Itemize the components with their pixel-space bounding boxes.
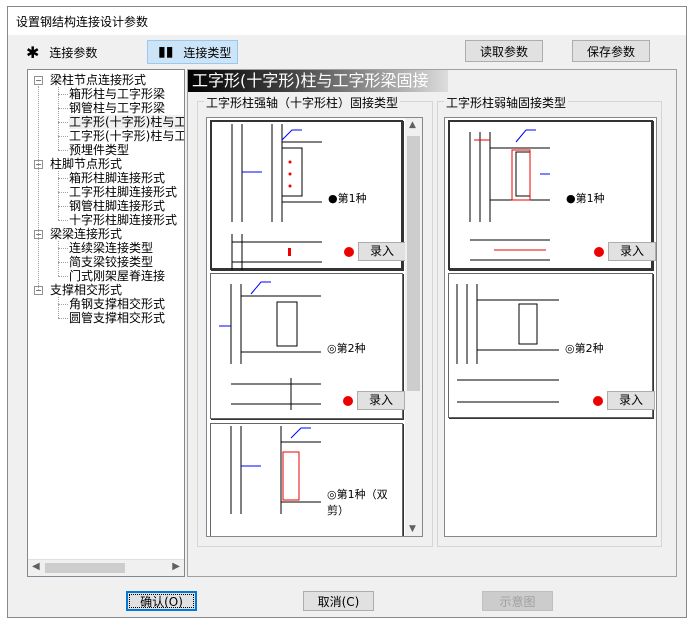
tree-connector (58, 304, 68, 305)
tree-connector (58, 262, 68, 263)
type-card[interactable]: ◎第2种 录入 (448, 273, 655, 418)
status-dot (343, 396, 353, 406)
tree-item[interactable]: 角钢支撑相交形式 (69, 297, 166, 311)
tree-item[interactable]: 工字形(十字形)柱与工 (69, 129, 185, 143)
tree-connector (58, 87, 59, 150)
tab-connection-params[interactable]: ✱ 连接参数 (16, 40, 106, 64)
connection-drawing (231, 124, 322, 270)
read-params-button[interactable]: 读取参数 (465, 40, 543, 62)
tree-group[interactable]: 梁柱节点连接形式 (50, 73, 147, 87)
type-label: ◎第2种 (565, 342, 604, 355)
status-dot (594, 247, 604, 257)
tree-connector (58, 248, 68, 249)
tree-connector (58, 171, 59, 220)
window-title: 设置钢结构连接设计参数 (16, 15, 149, 29)
tree-item[interactable]: 箱形柱脚连接形式 (69, 171, 166, 185)
scroll-thumb[interactable] (407, 136, 420, 391)
tree-connector (58, 297, 59, 318)
tree-group[interactable]: 梁梁连接形式 (50, 227, 123, 241)
weak-axis-group: 工字形柱弱轴固接类型 ●第1种 录入 ◎第2种 (437, 94, 662, 547)
tab-label: 连接类型 (183, 45, 232, 60)
title-bar: 设置钢结构连接设计参数 (8, 7, 686, 35)
input-button[interactable]: 录入 (358, 242, 406, 261)
tree-connector (58, 318, 68, 319)
vertical-scrollbar[interactable]: ▲ ▼ (405, 118, 422, 536)
group-title: 工字形柱强轴（十字形柱）固接类型 (204, 94, 401, 111)
connection-drawing (230, 426, 321, 514)
input-button[interactable]: 录入 (357, 391, 405, 410)
type-card[interactable]: ◎第2种 录入 (210, 273, 405, 419)
tree-item[interactable]: 钢管柱脚连接形式 (69, 199, 166, 213)
dialog-window: 设置钢结构连接设计参数 ✱ 连接参数 ▮▮ 连接类型 读取参数 保存参数 ◀ ▶… (7, 6, 687, 618)
tree-connector (58, 220, 68, 221)
tree-connector (58, 94, 68, 95)
diagram-button[interactable]: 示意图 (482, 591, 553, 611)
panel-header: 工字形(十字形)柱与工字形梁固接 (188, 70, 448, 92)
input-button[interactable]: 录入 (608, 242, 656, 261)
ok-button[interactable]: 确认(O) (126, 591, 197, 611)
tree-connector (58, 108, 68, 109)
collapse-icon[interactable]: − (34, 76, 43, 85)
connection-type-panel: 工字形(十字形)柱与工字形梁固接 工字形柱强轴（十字形柱）固接类型 ●第1种 录… (187, 69, 677, 577)
type-label: ◎第2种 (327, 342, 366, 355)
type-label: ◎第1种（双剪） (327, 488, 388, 517)
type-label: ●第1种 (566, 192, 605, 205)
tree-connector (58, 150, 68, 151)
tree-item[interactable]: 钢管柱与工字形梁 (69, 101, 166, 115)
tree-item[interactable]: 圆管支撑相交形式 (69, 311, 166, 325)
gear-icon: ✱ (26, 42, 40, 62)
tree-item[interactable]: 工字形柱脚连接形式 (69, 185, 178, 199)
tree-group[interactable]: 支撑相交形式 (50, 283, 123, 297)
tree-connector (58, 136, 68, 137)
book-icon: ▮▮ (158, 44, 174, 60)
horizontal-scrollbar[interactable]: ◀ ▶ (28, 559, 184, 576)
input-button[interactable]: 录入 (607, 391, 655, 410)
tree-item[interactable]: 工字形(十字形)柱与工 (69, 115, 185, 129)
tree-connector (58, 178, 68, 179)
tree-item[interactable]: 连续梁连接类型 (69, 241, 154, 255)
connection-drawing (456, 284, 559, 403)
connection-drawing (469, 129, 550, 261)
tree-item[interactable]: 预埋件类型 (69, 143, 130, 157)
group-title: 工字形柱弱轴固接类型 (444, 94, 569, 111)
connection-tree[interactable]: ◀ ▶ −梁柱节点连接形式箱形柱与工字形梁钢管柱与工字形梁工字形(十字形)柱与工… (27, 69, 185, 577)
tree-item[interactable]: 箱形柱与工字形梁 (69, 87, 166, 101)
type-card[interactable]: ●第1种 录入 (210, 120, 406, 270)
tree-connector (58, 276, 68, 277)
tree-connector (58, 192, 68, 193)
tree-item[interactable]: 门式刚架屋脊连接 (69, 269, 166, 283)
type-card[interactable]: ◎第1种（双剪） (210, 423, 403, 536)
tree-connector (38, 86, 39, 290)
tree-connector (58, 241, 59, 276)
cancel-button[interactable]: 取消(C) (303, 591, 374, 611)
strong-axis-group: 工字形柱强轴（十字形柱）固接类型 ●第1种 录入 (197, 94, 433, 547)
strong-axis-list[interactable]: ●第1种 录入 ◎第2种 录入 (206, 117, 423, 537)
connection-drawing (219, 281, 321, 410)
status-dot (344, 247, 354, 257)
weak-axis-list[interactable]: ●第1种 录入 ◎第2种 录入 (444, 117, 657, 537)
status-dot (593, 396, 603, 406)
tab-connection-types[interactable]: ▮▮ 连接类型 (147, 40, 238, 64)
tree-connector (58, 206, 68, 207)
scroll-thumb[interactable] (45, 563, 125, 573)
type-label: ●第1种 (328, 192, 367, 205)
tree-item[interactable]: 十字形柱脚连接形式 (69, 213, 178, 227)
tree-item[interactable]: 简支梁铰接类型 (69, 255, 154, 269)
tree-connector (58, 122, 68, 123)
save-params-button[interactable]: 保存参数 (572, 40, 650, 62)
tab-label: 连接参数 (49, 45, 98, 60)
tree-group[interactable]: 柱脚节点形式 (50, 157, 123, 171)
type-card[interactable]: ●第1种 录入 (448, 120, 656, 270)
